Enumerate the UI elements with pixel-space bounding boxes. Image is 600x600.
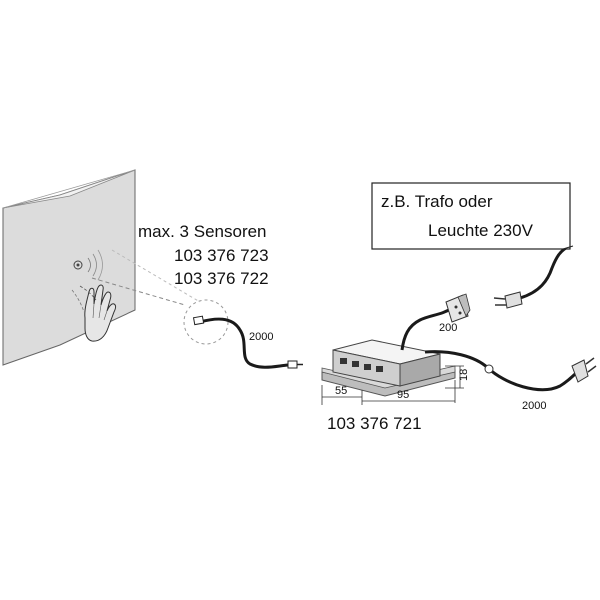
sensor-max-label: max. 3 Sensoren [138, 222, 267, 241]
controller-box [321, 339, 456, 397]
callout-pointer [562, 245, 574, 250]
power-cable [424, 350, 579, 392]
callout-line-1: z.B. Trafo oder [381, 192, 493, 211]
sensor-article-2: 103 376 722 [174, 269, 269, 288]
short-cable [400, 306, 453, 351]
dimension-height: 18 [458, 369, 470, 381]
dimension-length: 95 [397, 389, 409, 401]
sensor-article-1: 103 376 723 [174, 246, 269, 265]
callout-line-2: Leuchte 230V [428, 221, 534, 240]
dimension-lines [321, 365, 464, 405]
magnify-circle [183, 299, 229, 345]
sensor-link-dashed-2 [111, 249, 201, 303]
socket-connector-icon [445, 293, 471, 323]
controller-article: 103 376 721 [327, 414, 422, 433]
sensor-link-dashed [91, 277, 186, 306]
callout-box [371, 182, 571, 250]
trafo-cable [493, 244, 571, 309]
hand-gesture-icon [71, 284, 116, 342]
power-cable-length: 2000 [522, 400, 546, 412]
wall-panel [2, 169, 136, 366]
short-cable-length: 200 [439, 322, 457, 334]
sensor-icon [73, 249, 103, 281]
sensor-cable [192, 315, 303, 369]
dimension-width: 55 [335, 385, 347, 397]
sensor-cable-length: 2000 [249, 331, 273, 343]
power-plug-icon [484, 357, 597, 383]
